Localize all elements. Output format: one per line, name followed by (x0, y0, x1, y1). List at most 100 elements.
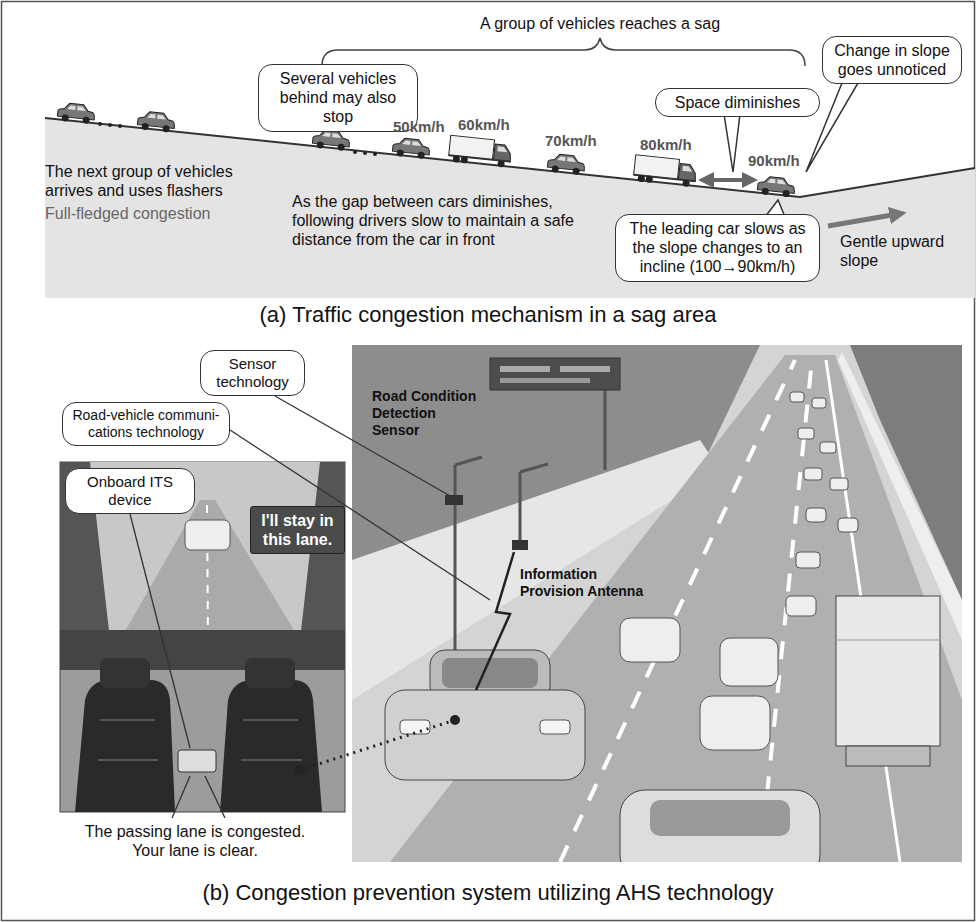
vehicles (57, 102, 96, 124)
sensor-unit (445, 495, 463, 505)
message-sign (490, 358, 620, 390)
message-sign (560, 366, 610, 372)
panel-caption: (a) Traffic congestion mechanism in a sa… (0, 302, 976, 328)
highway-scene (820, 442, 836, 453)
car-interior-inset (243, 719, 298, 721)
car-interior-inset (100, 658, 150, 688)
light-pole (520, 464, 548, 472)
vehicles (108, 123, 112, 127)
light-pole (604, 390, 607, 470)
car-interior-inset (75, 680, 175, 812)
highway-scene (620, 392, 858, 750)
node-text: The leading car slows as the slope chang… (624, 219, 811, 277)
message-sign (500, 378, 590, 383)
link-dotted-line (300, 720, 455, 770)
highway-scene (804, 468, 822, 480)
car-illustration (650, 800, 790, 836)
callout-bubble: Onboard ITS device (65, 468, 195, 514)
car-interior-inset (245, 658, 295, 688)
annotation-text: A group of vehicles reaches a sag (450, 14, 750, 33)
callout-bubble: Change in slope goes unnoticed (822, 36, 962, 84)
message-sign (500, 366, 550, 372)
message-box: I'll stay in this lane. (250, 506, 345, 554)
node-text: Road-vehicle communi- cations technology (71, 407, 221, 441)
slope-arrow (828, 214, 898, 226)
speed-label: 90km/h (748, 152, 810, 170)
annotation-text: The passing lane is congested. Your lane… (75, 822, 315, 860)
highway-scene (798, 428, 814, 439)
node-text: Sensor technology (209, 355, 296, 391)
node-text: Several vehicles behind may also stop (267, 69, 409, 127)
car-interior-inset (60, 462, 345, 640)
link-dotted-line (295, 765, 305, 775)
truck-illustration (836, 596, 940, 766)
car-illustration (540, 720, 570, 734)
group-brace (322, 38, 805, 66)
annotation-text: Information Provision Antenna (520, 566, 655, 600)
sag-road-profile (45, 118, 975, 298)
vehicles (448, 135, 512, 168)
vehicles (633, 155, 697, 188)
callout-bubble: Space diminishes (655, 88, 820, 117)
highway-scene (812, 398, 826, 408)
car-illustration (442, 658, 538, 688)
vehicles (547, 153, 586, 175)
sag-road-profile (45, 118, 975, 298)
annotation-text: Full-fledged congestion (45, 204, 267, 223)
vehicles (98, 122, 102, 126)
highway-scene (700, 696, 770, 750)
gap-arrow (706, 178, 750, 182)
speed-label: 60km/h (458, 116, 520, 134)
message-sign (490, 358, 620, 390)
vehicles (363, 151, 367, 155)
link-dotted-line (450, 715, 460, 725)
annotation-text: As the gap between cars diminishes, foll… (292, 192, 610, 250)
car-illustration (620, 790, 820, 862)
callout-bubble: Road-vehicle communi- cations technology (62, 402, 230, 446)
leader-line (172, 776, 190, 818)
speed-label: 50km/h (393, 118, 455, 136)
car-interior-inset (60, 462, 345, 812)
callout-tail (724, 114, 740, 172)
highway-scene (830, 478, 848, 490)
truck-illustration (846, 746, 930, 766)
leader-line (130, 396, 490, 818)
callout-bubble: Sensor technology (200, 350, 305, 396)
truck-illustration (836, 596, 940, 746)
light-pole (519, 472, 522, 545)
highway-scene (806, 508, 826, 522)
truck-illustration (836, 640, 940, 641)
node-text: Change in slope goes unnoticed (831, 41, 953, 79)
car-illustration (400, 720, 430, 734)
car-illustration (385, 690, 585, 780)
its-device (178, 750, 216, 772)
highway-scene (352, 345, 962, 862)
car-interior-inset (100, 719, 155, 721)
leader-line (205, 776, 225, 818)
link-dotted-line (295, 715, 460, 775)
car-illustration (385, 650, 820, 862)
light-pole (455, 457, 482, 465)
highway-scene (352, 345, 962, 862)
highway-scene (796, 552, 820, 568)
vehicles (118, 124, 122, 128)
panel-caption: (b) Congestion prevention system utilizi… (0, 880, 976, 906)
leader-line (230, 430, 490, 600)
car-interior-inset (185, 520, 230, 550)
highway-scene (560, 360, 795, 862)
vehicles (353, 150, 357, 154)
radio-signal (476, 552, 514, 690)
highway-scene (786, 596, 816, 616)
node-text: Space diminishes (664, 93, 811, 112)
vehicles (137, 111, 176, 133)
car-interior-inset (98, 759, 158, 761)
annotation-text: The next group of vehicles arrives and u… (45, 162, 267, 200)
speed-label: 80km/h (640, 136, 702, 154)
vehicles (757, 176, 796, 198)
highway-scene (720, 638, 778, 686)
highway-scene (790, 392, 804, 402)
